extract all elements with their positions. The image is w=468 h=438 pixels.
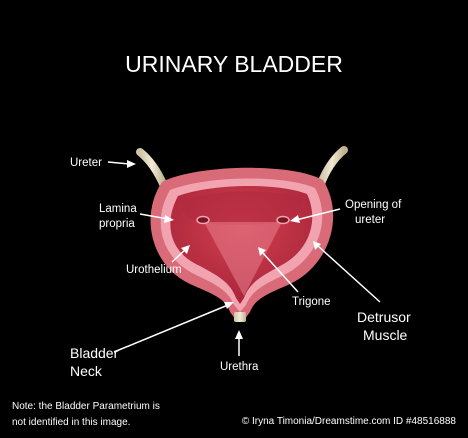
trigone-region [204, 222, 282, 296]
urethra-tube [234, 312, 246, 322]
label-detrusor-line1: Detrusor [357, 309, 411, 325]
trigone-arrow [261, 251, 299, 293]
label-trigone: Trigone [292, 296, 331, 308]
label-lamina-line2: propria [99, 218, 135, 230]
urethra-arrowhead [235, 330, 243, 339]
urothelium-arrow [171, 248, 187, 263]
detrusor-arrow [317, 245, 381, 303]
lumen-shadow [182, 191, 302, 225]
lamina-arrowhead [164, 215, 174, 223]
detrusor-arrowhead [313, 241, 321, 250]
arrows [107, 160, 381, 356]
ureter-arrowhead [127, 160, 136, 168]
opening-arrow [295, 208, 341, 221]
label-detrusor-line2: Muscle [363, 327, 408, 343]
label-opening-line2: ureter [355, 214, 385, 226]
left-ureter [136, 148, 168, 190]
ureter-arrow [107, 161, 131, 165]
diagram-title: URINARY BLADDER [125, 51, 343, 77]
image-credit: © Iryna Timonia/Dreamstime.com ID #48516… [242, 416, 457, 427]
label-neck-line2: Neck [70, 363, 103, 379]
label-opening-line1: Opening of [345, 199, 402, 211]
right-ureter-opening [276, 215, 290, 225]
neck-arrow [113, 304, 229, 353]
right-ureter [316, 146, 348, 190]
note-line2: not identified in this image. [12, 417, 130, 428]
urothelium-arrowhead [181, 245, 190, 254]
label-urothelium: Urothelium [126, 264, 182, 276]
opening-arrowhead [290, 215, 300, 223]
lamina-arrow [139, 213, 169, 220]
trigone-arrowhead [258, 247, 266, 256]
label-neck-line1: Bladder [70, 345, 119, 361]
label-urethra: Urethra [220, 361, 259, 373]
left-ureter-opening [196, 215, 210, 225]
note-line1: Note: the Bladder Parametrium is [12, 401, 160, 412]
label-ureter: Ureter [70, 157, 102, 169]
neck-arrowhead [224, 302, 234, 309]
label-lamina-line1: Lamina [99, 203, 137, 215]
